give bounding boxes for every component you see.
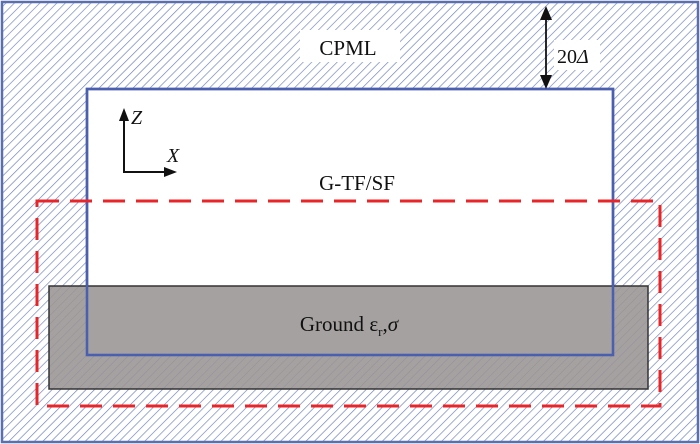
thickness-label: 20Δ xyxy=(557,46,589,68)
thickness-label-bg xyxy=(554,40,600,70)
inner-region-border xyxy=(85,87,615,357)
ground-label: Ground εr,σ xyxy=(300,312,400,339)
cpml-label: CPML xyxy=(319,36,376,60)
z-axis-label: Z xyxy=(131,107,143,129)
thickness-arrow-top-head xyxy=(540,6,552,20)
x-axis-label: X xyxy=(166,145,180,167)
ground-layer xyxy=(48,285,649,390)
z-axis-arrowhead xyxy=(119,108,129,121)
cpml-label-bg xyxy=(300,30,400,62)
gtfsf-boundary xyxy=(35,199,662,408)
thickness-arrow-bottom-head xyxy=(540,75,552,89)
gtfsf-label: G-TF/SF xyxy=(319,171,395,195)
x-axis-arrowhead xyxy=(164,167,177,177)
